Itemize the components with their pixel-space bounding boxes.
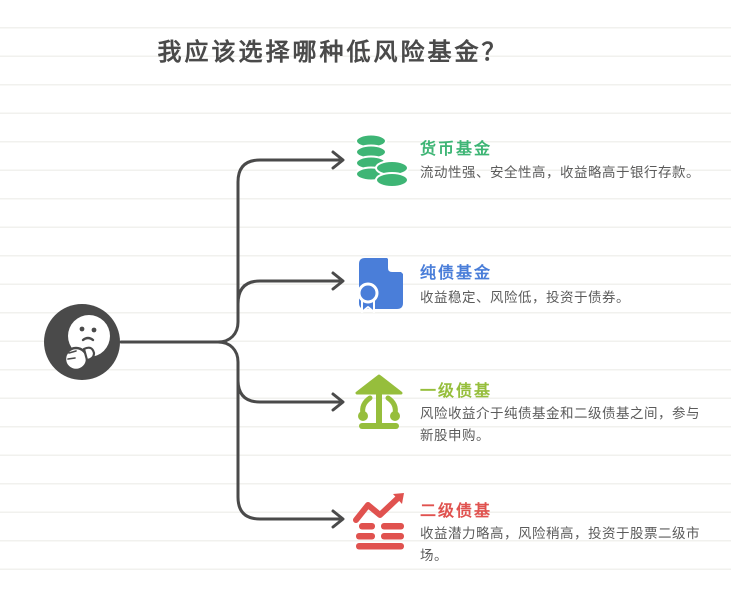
item-desc-pure-bond-fund: 收益稳定、风险低，投资于债券。: [420, 290, 630, 305]
item-desc-tier1-bond-fund: 风险收益介于纯债基金和二级债基之间，参与新股申购。: [420, 406, 700, 443]
item-title-pure-bond-fund: 纯债基金: [420, 265, 493, 282]
thinking-face-icon: [44, 304, 120, 380]
item-desc-tier2-bond-fund: 收益潜力略高，风险稍高，投资于股票二级市场。: [420, 526, 700, 563]
coin-stack-icon: [355, 133, 409, 188]
item-title-money-fund: 货币基金: [420, 141, 493, 158]
item-title-tier2-bond-fund: 二级债基: [420, 503, 493, 520]
bond-certificate-icon: [357, 258, 403, 313]
page-title: 我应该选择哪种低风险基金？: [157, 39, 509, 66]
balance-scale-icon: [355, 374, 403, 429]
trend-up-chart-icon: [353, 493, 404, 550]
item-title-tier1-bond-fund: 一级债基: [420, 383, 493, 400]
item-desc-money-fund: 流动性强、安全性高，收益略高于银行存款。: [420, 165, 700, 180]
